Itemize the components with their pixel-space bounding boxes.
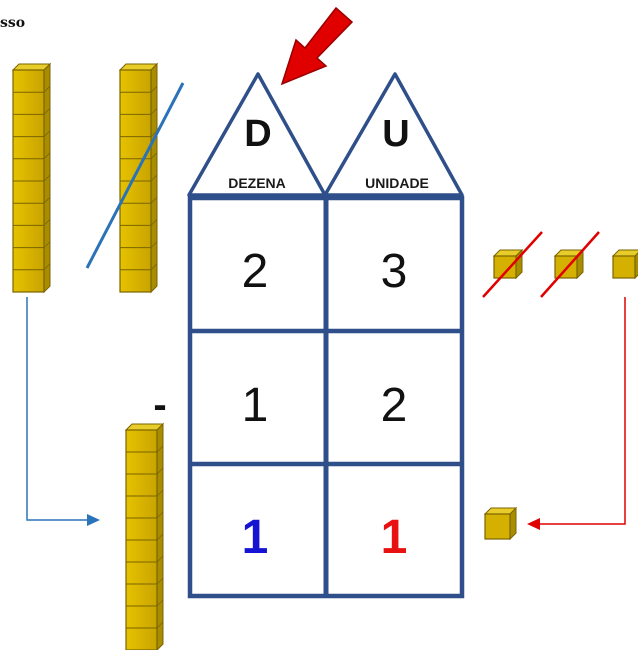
tens-roof: D DEZENA <box>187 72 327 197</box>
tens-word: DEZENA <box>228 175 286 191</box>
minus-sign: - <box>153 383 166 427</box>
unit-strike-line <box>540 231 600 298</box>
borrow-arrow-right <box>527 297 626 530</box>
unit-strike-line <box>482 231 543 298</box>
units-word: UNIDADE <box>365 175 429 191</box>
unit-cube-icon <box>492 248 524 280</box>
borrow-arrow-left <box>26 297 100 526</box>
units-letter: U <box>382 113 409 155</box>
minuend-tens: 2 <box>242 245 269 298</box>
place-value-table <box>187 195 465 599</box>
unit-cube-icon <box>611 249 638 280</box>
minuend-units: 3 <box>381 245 408 298</box>
red-arrow-icon <box>280 6 354 86</box>
tens-letter: D <box>244 113 271 155</box>
unit-cube-icon <box>483 506 518 541</box>
base-ten-rod-icon <box>124 422 165 650</box>
tens-strike-line <box>85 82 185 269</box>
base-ten-rod-icon <box>118 62 159 294</box>
corner-text: sso <box>0 15 25 31</box>
base-ten-rod-icon <box>11 62 52 294</box>
result-units: 1 <box>381 511 408 564</box>
result-tens: 1 <box>242 511 269 564</box>
units-roof: U UNIDADE <box>323 72 464 197</box>
subtrahend-tens: 1 <box>242 379 269 432</box>
subtrahend-units: 2 <box>381 379 408 432</box>
